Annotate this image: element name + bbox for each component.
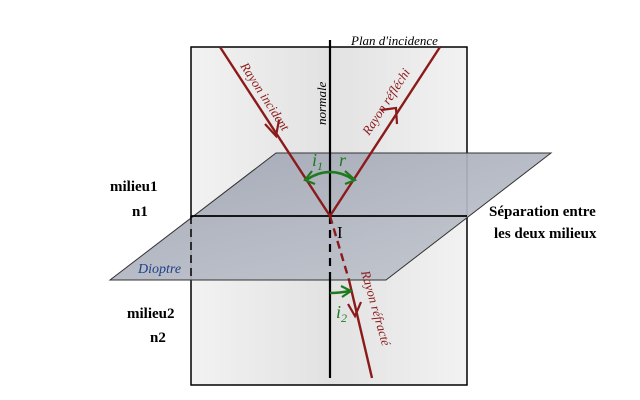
incident-ray-arrowhead xyxy=(264,119,281,139)
medium1-index-label: n1 xyxy=(132,204,148,220)
interface-label-line1: Séparation entre xyxy=(489,204,596,220)
incident-ray xyxy=(218,46,332,217)
angle-arc-i1-arrow xyxy=(303,170,316,186)
angle-arc-r-arrow xyxy=(344,170,358,186)
incidence-point-label: I xyxy=(337,223,343,242)
medium1-label: milieu1 xyxy=(110,179,158,195)
angle-arc-i2 xyxy=(329,289,350,295)
interface-label-line2: les deux milieux xyxy=(494,226,597,242)
angle-arc-i2-arrow xyxy=(340,285,354,298)
refracted-ray-hidden xyxy=(328,215,351,281)
reflected-ray xyxy=(328,46,442,217)
angle-arc-i1 xyxy=(305,170,331,182)
angle-i1-label: i1 xyxy=(312,150,323,173)
medium2-index-label: n2 xyxy=(150,330,166,346)
dioptre-label: Dioptre xyxy=(137,262,181,277)
angle-i2-label: i2 xyxy=(336,302,347,325)
plane-title: Plan d'incidence xyxy=(350,33,438,48)
medium2-label: milieu2 xyxy=(127,306,175,322)
angle-r-label: r xyxy=(339,150,347,170)
refracted-ray xyxy=(347,279,374,379)
reflected-ray-arrowhead xyxy=(380,106,399,125)
refracted-ray-arrowhead xyxy=(347,301,363,319)
normal-label: normale xyxy=(314,81,329,125)
